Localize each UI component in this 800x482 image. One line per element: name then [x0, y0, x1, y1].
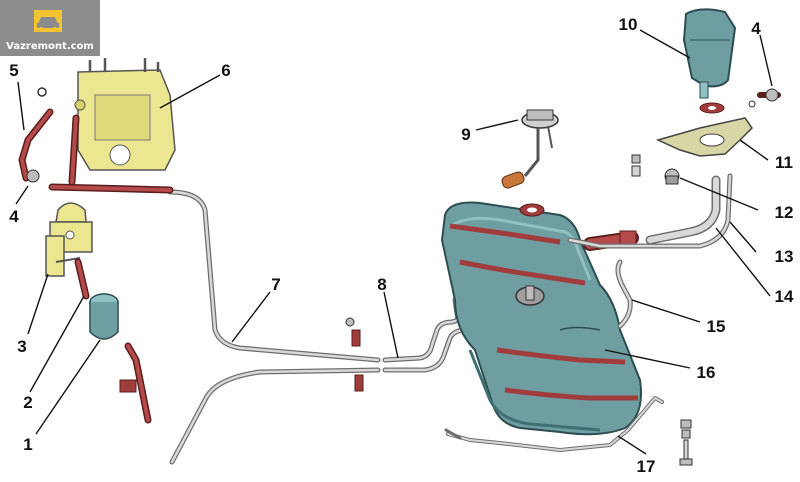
callout-9: 9: [461, 125, 470, 144]
callout-10: 10: [619, 15, 638, 34]
callout-17: 17: [637, 457, 656, 476]
tank-band-2: [459, 259, 586, 286]
hose-clamp: [26, 87, 364, 393]
callout-14: 14: [775, 287, 794, 306]
separator-bracket: [655, 117, 753, 157]
callout-3: 3: [17, 337, 26, 356]
fuel-tank: [440, 201, 642, 436]
logo-text: Vazremont.com: [6, 41, 94, 52]
carburetor: [74, 58, 176, 171]
site-logo[interactable]: Vazremont.com: [0, 0, 100, 56]
callout-13: 13: [775, 247, 794, 266]
leader-lines: [15, 29, 773, 455]
callout-8: 8: [377, 275, 386, 294]
fuel-lines-front: [167, 189, 381, 465]
tank-strap: [444, 396, 664, 452]
callout-12: 12: [775, 203, 794, 222]
tank-sender-flange: [515, 285, 545, 306]
callout-1: 1: [23, 435, 32, 454]
tank-band-3: [496, 347, 626, 365]
callout-2: 2: [23, 393, 32, 412]
tank-band-1: [449, 223, 561, 245]
fuel-filter: [89, 293, 119, 340]
callout-labels: 1 2 3 4 5 6 7 8 9 10 4 11 12 13 14 15 16…: [9, 15, 794, 476]
fuel-level-sender: [501, 109, 559, 217]
callout-11: 11: [775, 153, 793, 172]
strap-bolt: [679, 419, 693, 466]
callout-15: 15: [707, 317, 726, 336]
filler-neck: [567, 173, 733, 329]
callout-4b: 4: [751, 19, 761, 38]
gravity-check-valve: [748, 88, 781, 108]
callout-5: 5: [9, 61, 18, 80]
car-wrench-icon: [34, 10, 62, 32]
callout-6: 6: [221, 61, 230, 80]
vapor-separator: [682, 8, 737, 114]
carburetor-hoses: [18, 108, 174, 424]
callout-4a: 4: [9, 207, 19, 226]
tank-band-4: [504, 387, 638, 401]
fuel-pump: [45, 202, 93, 277]
vent-valve: [631, 154, 680, 185]
callout-7: 7: [271, 275, 280, 294]
callout-16: 16: [697, 363, 716, 382]
